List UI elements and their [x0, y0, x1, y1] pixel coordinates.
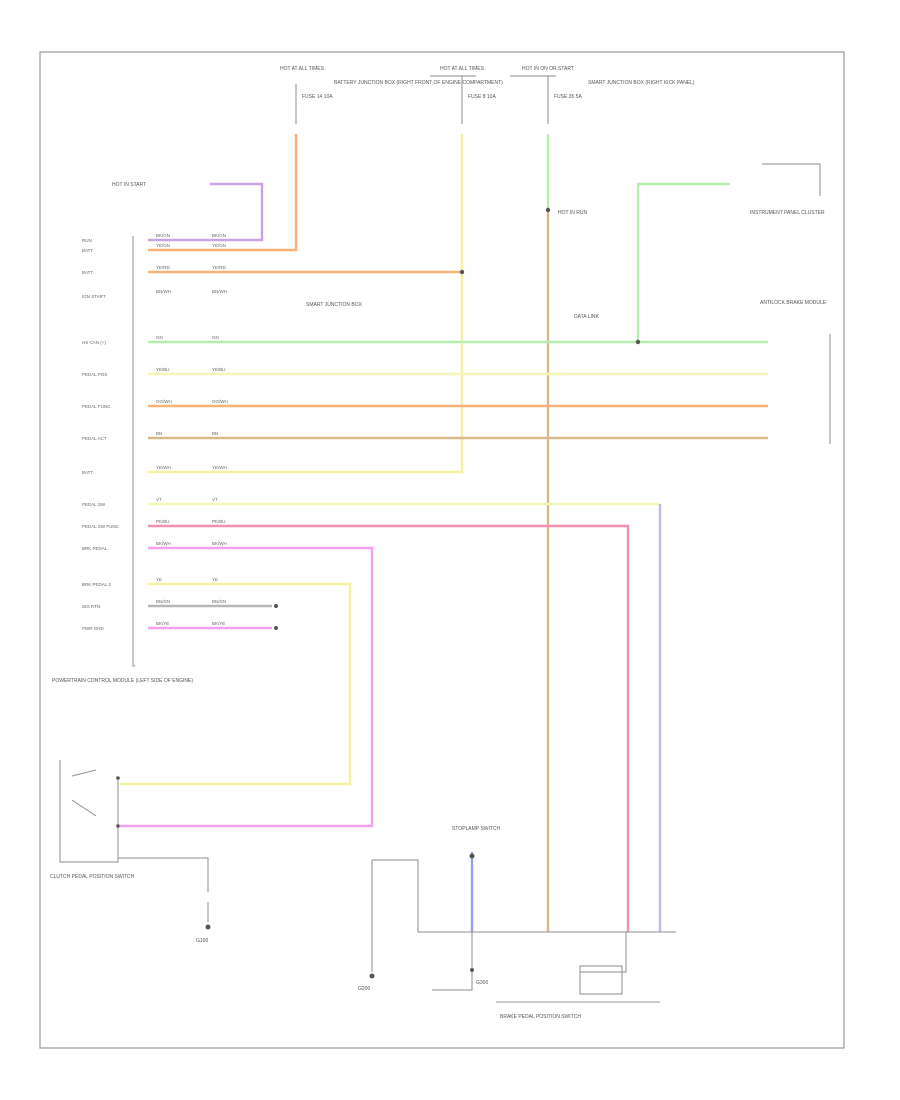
label-ground-3: G300 — [476, 980, 488, 986]
wire-color-label: YE/GN — [156, 243, 170, 248]
wire-magenta-brkpedal — [120, 546, 374, 828]
module-pin-label: PEDAL POS — [82, 372, 107, 377]
wire-color-label: OG/WH — [156, 399, 172, 404]
module-pin-label: PEDAL SW FUNC — [82, 524, 120, 529]
wire-color-label: YE — [156, 577, 162, 582]
wire-color-label: VT — [156, 497, 162, 502]
wire-color-label: BK/WH — [156, 541, 171, 546]
label-module-name: POWERTRAIN CONTROL MODULE (LEFT SIDE OF … — [52, 678, 193, 684]
label-ground-2: G200 — [358, 986, 370, 992]
module-pin-label: BATT — [82, 270, 93, 275]
switch-node-1 — [116, 776, 120, 780]
wire-color-label: GN — [156, 335, 163, 340]
bottom-ground-wire — [371, 860, 627, 991]
pedal-switch-outline — [59, 760, 119, 863]
splice-can — [635, 339, 641, 345]
label-clutch-switch: CLUTCH PEDAL POSITION SWITCH — [50, 874, 135, 880]
stoplamp-connector — [469, 853, 475, 859]
wire-color-label: BN/WH — [212, 289, 227, 294]
wire-color-label: OG/WH — [212, 399, 228, 404]
ground-symbol-2 — [369, 973, 375, 979]
wire-color-label: YE/BU — [212, 367, 226, 372]
wire-color-label: PK/BU — [212, 519, 226, 524]
wire-color-label: YE/GN — [212, 243, 226, 248]
wire-color-label: YE/RD — [212, 265, 227, 270]
wire-color-label: VT — [212, 497, 218, 502]
label-smart-junction: SMART JUNCTION BOX — [306, 302, 363, 308]
connector-end-1 — [274, 604, 278, 608]
label-hot-3: HOT IN ON OR START — [522, 66, 574, 72]
wire-yellow-vertical — [148, 134, 464, 474]
fuse-2-symbol — [430, 75, 476, 124]
label-hot-1: HOT AT ALL TIMES — [280, 66, 325, 72]
fuse-3-symbol — [510, 75, 556, 124]
wire-yellow-brkpedal2 — [120, 582, 352, 786]
splice-bottom — [470, 968, 474, 972]
label-fuse-3: FUSE 35 5A — [554, 94, 582, 100]
module-pin-label: RUN — [82, 238, 92, 243]
wire-color-label: YE/WH — [156, 465, 171, 470]
wire-pink-pedalswfunc — [148, 524, 630, 932]
splice-batt — [459, 269, 465, 275]
switch-node-2 — [116, 824, 120, 828]
label-ground-1: G100 — [196, 938, 208, 944]
label-right-module-2: ANTILOCK BRAKE MODULE — [760, 300, 827, 306]
wire-color-label: BN/GN — [212, 599, 226, 604]
switch-ground-wire — [118, 857, 209, 922]
module-pin-label: BRK PEDAL — [82, 546, 108, 551]
wire-color-label: BK/WH — [212, 541, 227, 546]
label-data-link: DATA LINK — [574, 314, 599, 320]
right-module-outline — [762, 163, 831, 444]
wire-color-label: BN — [156, 431, 162, 436]
label-right-module: INSTRUMENT PANEL CLUSTER — [750, 210, 825, 216]
label-stoplamp-switch: STOPLAMP SWITCH — [452, 826, 501, 832]
connector-end-2 — [274, 626, 278, 630]
module-pin-labels: RUN BATT BATT IGN START HS CAN (+) PEDAL POS P… — [82, 238, 120, 631]
wire-color-label: BN/GN — [156, 599, 170, 604]
wire-color-label: BN — [212, 431, 218, 436]
wire-color-label: BK/YE — [156, 621, 169, 626]
diagram-frame — [39, 51, 845, 1049]
wire-purple-hook — [148, 182, 264, 242]
wire-color-labels: BK/GN BK/GN YE/GN YE/GN YE/RD YE/RD BN/WH BN/WH… — [156, 233, 228, 626]
module-pin-label: HS CAN (+) — [82, 340, 106, 345]
bottom-switch-body — [579, 965, 623, 995]
brake-switch-outline — [372, 859, 676, 933]
wire-color-label: YE — [212, 577, 218, 582]
module-pin-label: PWR GND — [82, 626, 104, 631]
ground-symbol-1 — [205, 924, 211, 930]
label-fuse-1: FUSE 14 10A — [302, 94, 333, 100]
module-pin-label: IGN START — [82, 294, 106, 299]
wire-color-label: YE/BU — [156, 367, 170, 372]
control-module-outline — [132, 236, 135, 667]
wire-color-label: BK/YE — [212, 621, 225, 626]
label-brake-switch: BRAKE PEDAL POSITION SWITCH — [500, 1014, 581, 1020]
label-fuse-1-desc: BATTERY JUNCTION BOX (RIGHT FRONT OF ENG… — [334, 80, 503, 86]
wire-orange-vertical — [148, 134, 298, 252]
wire-green-branch — [636, 182, 730, 342]
switch-contact-1 — [71, 769, 97, 817]
module-pin-label: BATT — [82, 470, 93, 475]
label-hot-in-run: HOT IN RUN — [558, 210, 587, 216]
wire-color-label: BK/GN — [212, 233, 226, 238]
module-pin-label: PEDAL SW — [82, 502, 106, 507]
label-fuse-2: FUSE 8 10A — [468, 94, 496, 100]
splice-run — [545, 207, 551, 213]
wire-color-label: PK/BU — [156, 519, 170, 524]
label-hot-2: HOT AT ALL TIMES — [440, 66, 485, 72]
wire-color-label: GN — [212, 335, 219, 340]
wire-color-label: BK/GN — [156, 233, 170, 238]
wire-color-label: BN/WH — [156, 289, 171, 294]
module-pin-label: BATT — [82, 248, 93, 253]
module-pin-label: PEDAL ACT — [82, 436, 107, 441]
module-pin-label: BRK PEDAL 2 — [82, 582, 111, 587]
label-fuse-3-desc: SMART JUNCTION BOX (RIGHT KICK PANEL) — [588, 80, 695, 86]
module-pin-label: SIG RTN — [82, 604, 100, 609]
module-pin-label: PEDAL FUNC — [82, 404, 111, 409]
label-left-top-src: HOT IN START — [112, 182, 146, 188]
wire-color-label: YE/WH — [212, 465, 227, 470]
wire-color-label: YE/RD — [156, 265, 171, 270]
